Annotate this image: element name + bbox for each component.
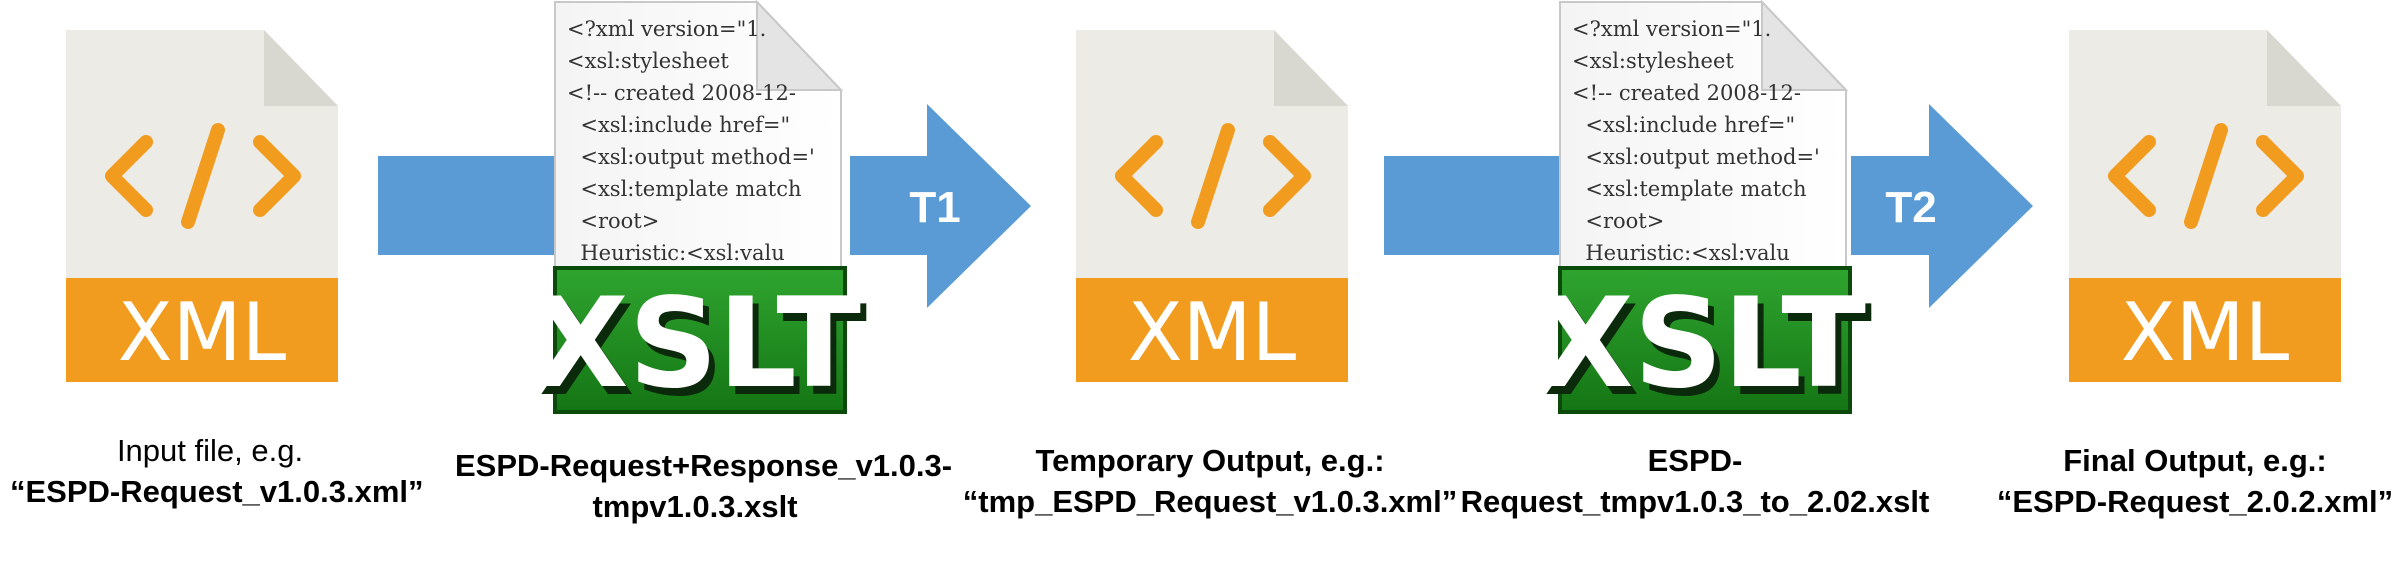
xml-file-icon-final: XML — [2069, 30, 2341, 382]
caption-input-file: Input file, e.g. “ESPD-Request_v1.0.3.xm… — [10, 430, 424, 512]
xslt-code-line: <xsl:template match — [567, 177, 802, 201]
caption-line: “ESPD-Request_v1.0.3.xml” — [10, 474, 424, 509]
svg-text:XSLT: XSLT — [539, 280, 867, 424]
xslt-code-line: <xsl:include href=" — [1572, 113, 1795, 137]
xslt-code-line: <xsl:stylesheet — [567, 49, 729, 73]
xslt-code-line: Heuristic:<xsl:valu — [567, 241, 785, 265]
xslt-badge: XSLT — [1538, 272, 1866, 416]
code-glyph-icon — [105, 123, 301, 229]
xslt-code-line: <xsl:output method=' — [567, 145, 815, 169]
caption-line: Request_tmpv1.0.3_to_2.02.xslt — [1460, 484, 1930, 519]
caption-line: Input file, e.g. — [116, 433, 304, 468]
xslt-code-line: <xsl:stylesheet — [1572, 49, 1734, 73]
connector-bar-2 — [1384, 156, 1586, 255]
caption-final-output: Final Output, e.g.: “ESPD-Request_2.0.2.… — [1985, 440, 2397, 522]
caption-line: ESPD-Request+Response_v1.0.3- — [455, 448, 953, 483]
code-glyph-icon — [2108, 123, 2304, 229]
code-glyph-icon — [1115, 123, 1311, 229]
xslt-code-line: <root> — [1572, 209, 1664, 233]
caption-xslt-1: ESPD-Request+Response_v1.0.3- tmpv1.0.3.… — [455, 445, 953, 527]
arrow-t2-label: T2 — [1885, 183, 1936, 232]
xml-file-icon-input: XML — [66, 30, 338, 382]
xslt-code-line: <!-- created 2008-12- — [567, 81, 796, 105]
caption-line: ESPD- — [1647, 443, 1743, 478]
xml-badge: XML — [1128, 286, 1297, 379]
xslt-code-line: <?xml version="1. — [1572, 17, 1771, 41]
xml-badge: XML — [2121, 286, 2290, 379]
xslt-code-line: <root> — [567, 209, 659, 233]
caption-line: “tmp_ESPD_Request_v1.0.3.xml” — [962, 484, 1458, 519]
xslt-code-line: <!-- created 2008-12- — [1572, 81, 1801, 105]
xslt-code-line: <?xml version="1. — [567, 17, 766, 41]
xslt-file-icon-2: <?xml version="1. <xsl:stylesheet <!-- cre… — [1538, 0, 1872, 424]
connector-bar-1 — [378, 156, 580, 255]
xml-badge: XML — [118, 286, 287, 379]
xslt-code-line: <xsl:include href=" — [567, 113, 790, 137]
caption-line: Final Output, e.g.: — [2063, 443, 2327, 478]
xslt-file-icon-1: <?xml version="1. <xsl:stylesheet <!-- cre… — [533, 0, 867, 424]
xslt-badge: XSLT — [533, 272, 861, 416]
caption-line: “ESPD-Request_2.0.2.xml” — [1996, 484, 2394, 519]
xml-file-icon-temporary: XML — [1076, 30, 1348, 382]
arrow-t1-label: T1 — [909, 183, 960, 232]
arrow-t1 — [850, 104, 1031, 308]
arrow-t2 — [1851, 104, 2033, 308]
caption-line: Temporary Output, e.g.: — [1035, 443, 1385, 478]
xslt-code-line: Heuristic:<xsl:valu — [1572, 241, 1790, 265]
caption-temporary-output: Temporary Output, e.g.: “tmp_ESPD_Reques… — [950, 440, 1470, 522]
xslt-code-line: <xsl:template match — [1572, 177, 1807, 201]
caption-xslt-2: ESPD- Request_tmpv1.0.3_to_2.02.xslt — [1455, 440, 1935, 522]
svg-text:XSLT: XSLT — [1544, 280, 1872, 424]
caption-line: tmpv1.0.3.xslt — [592, 489, 798, 524]
xslt-code-line: <xsl:output method=' — [1572, 145, 1820, 169]
